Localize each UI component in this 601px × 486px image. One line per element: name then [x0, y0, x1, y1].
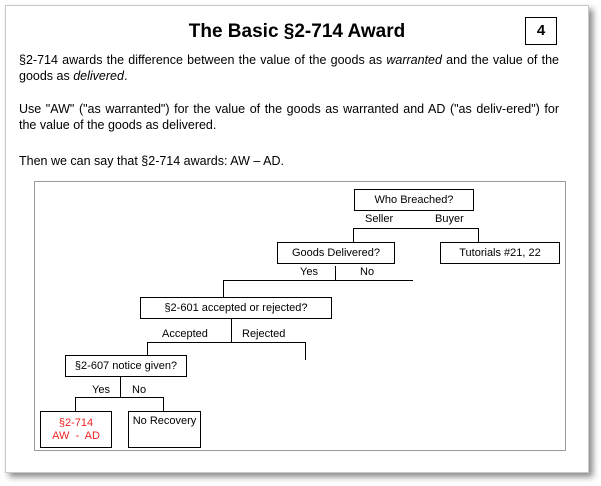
connector-line	[353, 228, 354, 242]
connector-line	[223, 280, 413, 281]
page-number-box: 4	[525, 17, 557, 45]
node-no-recovery: No Recovery	[128, 411, 201, 448]
node-who-breached: Who Breached?	[354, 189, 474, 211]
connector-line	[223, 280, 224, 297]
connector-line	[75, 397, 163, 398]
paragraph-2: Use "AW" ("as warranted") for the value …	[19, 101, 559, 133]
slide: The Basic §2-714 Award 4 §2-714 awards t…	[5, 5, 589, 473]
decision-tree-diagram: Who Breached? Seller Buyer Goods Deliver…	[34, 181, 566, 451]
branch-label-yes: Yes	[300, 266, 318, 278]
branch-label-no: No	[360, 266, 375, 278]
emphasis-text: warranted	[386, 53, 442, 67]
award-title: §2-714	[58, 416, 94, 429]
connector-line	[305, 342, 306, 360]
node-tutorials: Tutorials #21, 22	[440, 242, 560, 264]
node-goods-delivered: Goods Delivered?	[277, 242, 395, 264]
slide-title: The Basic §2-714 Award	[188, 21, 406, 42]
branch-label-buyer: Buyer	[435, 213, 464, 225]
node-accepted-or-rejected: §2-601 accepted or rejected?	[140, 297, 332, 319]
connector-line	[163, 397, 164, 411]
connector-line	[147, 342, 148, 355]
connector-line	[75, 397, 76, 411]
node-award: §2-714 AW - AD	[40, 411, 112, 448]
branch-label-accepted: Accepted	[162, 328, 208, 340]
connector-line	[231, 319, 232, 342]
connector-line	[147, 342, 305, 343]
connector-line	[120, 377, 121, 397]
branch-label-rejected: Rejected	[242, 328, 286, 340]
branch-label-seller: Seller	[365, 213, 394, 225]
connector-line	[478, 228, 479, 242]
paragraph-text: and the value of the goods as	[19, 53, 560, 83]
emphasis-text: delivered	[73, 69, 124, 83]
branch-label-yes: Yes	[92, 384, 110, 396]
connector-line	[353, 228, 478, 229]
connector-line	[335, 266, 336, 280]
paragraph-text: Then we can say that §2-714 awards: AW –…	[19, 154, 284, 168]
paragraph-3: Then we can say that §2-714 awards: AW –…	[19, 153, 559, 169]
paragraph-text: .	[123, 69, 128, 83]
branch-label-no: No	[132, 384, 147, 396]
node-notice-given: §2-607 notice given?	[65, 355, 187, 377]
paragraph-text: §2-714 awards the difference between the…	[19, 53, 387, 67]
paragraph-text: Use "AW" ("as warranted") for the value …	[19, 102, 559, 132]
paragraph-1: §2-714 awards the difference between the…	[19, 52, 559, 84]
award-formula: AW - AD	[52, 429, 100, 442]
